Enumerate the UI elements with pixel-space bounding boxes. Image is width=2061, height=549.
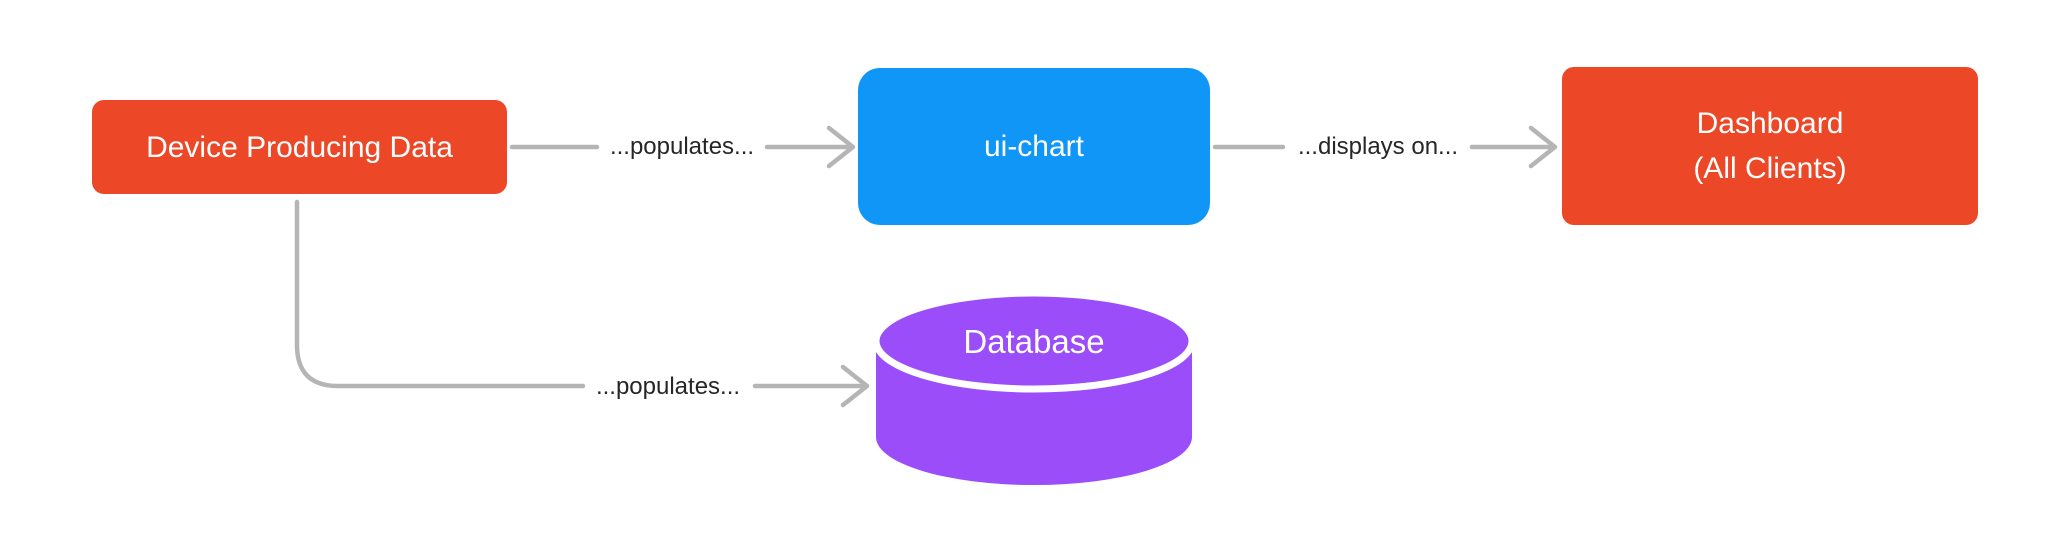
node-dashboard-label-line2: (All Clients) [1693,152,1847,185]
arrowhead-icon [826,125,856,169]
node-device-label: Device Producing Data [146,130,453,164]
edge-label-populates-top: ...populates... [607,133,757,161]
node-dashboard: Dashboard (All Clients) [1562,67,1978,225]
cylinder-top [872,289,1196,393]
edge-device-to-database-elbow [294,199,586,389]
arrowhead-icon [1528,125,1558,169]
arrowhead-icon [840,364,870,408]
cylinder-body [876,341,1192,485]
node-ui-chart: ui-chart [858,68,1210,225]
edge-label-populates-bottom: ...populates... [593,373,743,401]
node-dashboard-label-line1: Dashboard [1696,107,1844,140]
node-dashboard-label: Dashboard (All Clients) [1693,101,1846,191]
node-database-label: Database [963,323,1105,360]
edge-label-displays-on: ...displays on... [1295,133,1461,161]
node-database-cylinder [872,289,1196,485]
node-ui-chart-label: ui-chart [983,130,1085,163]
node-device-producing-data: Device Producing Data [92,100,507,194]
